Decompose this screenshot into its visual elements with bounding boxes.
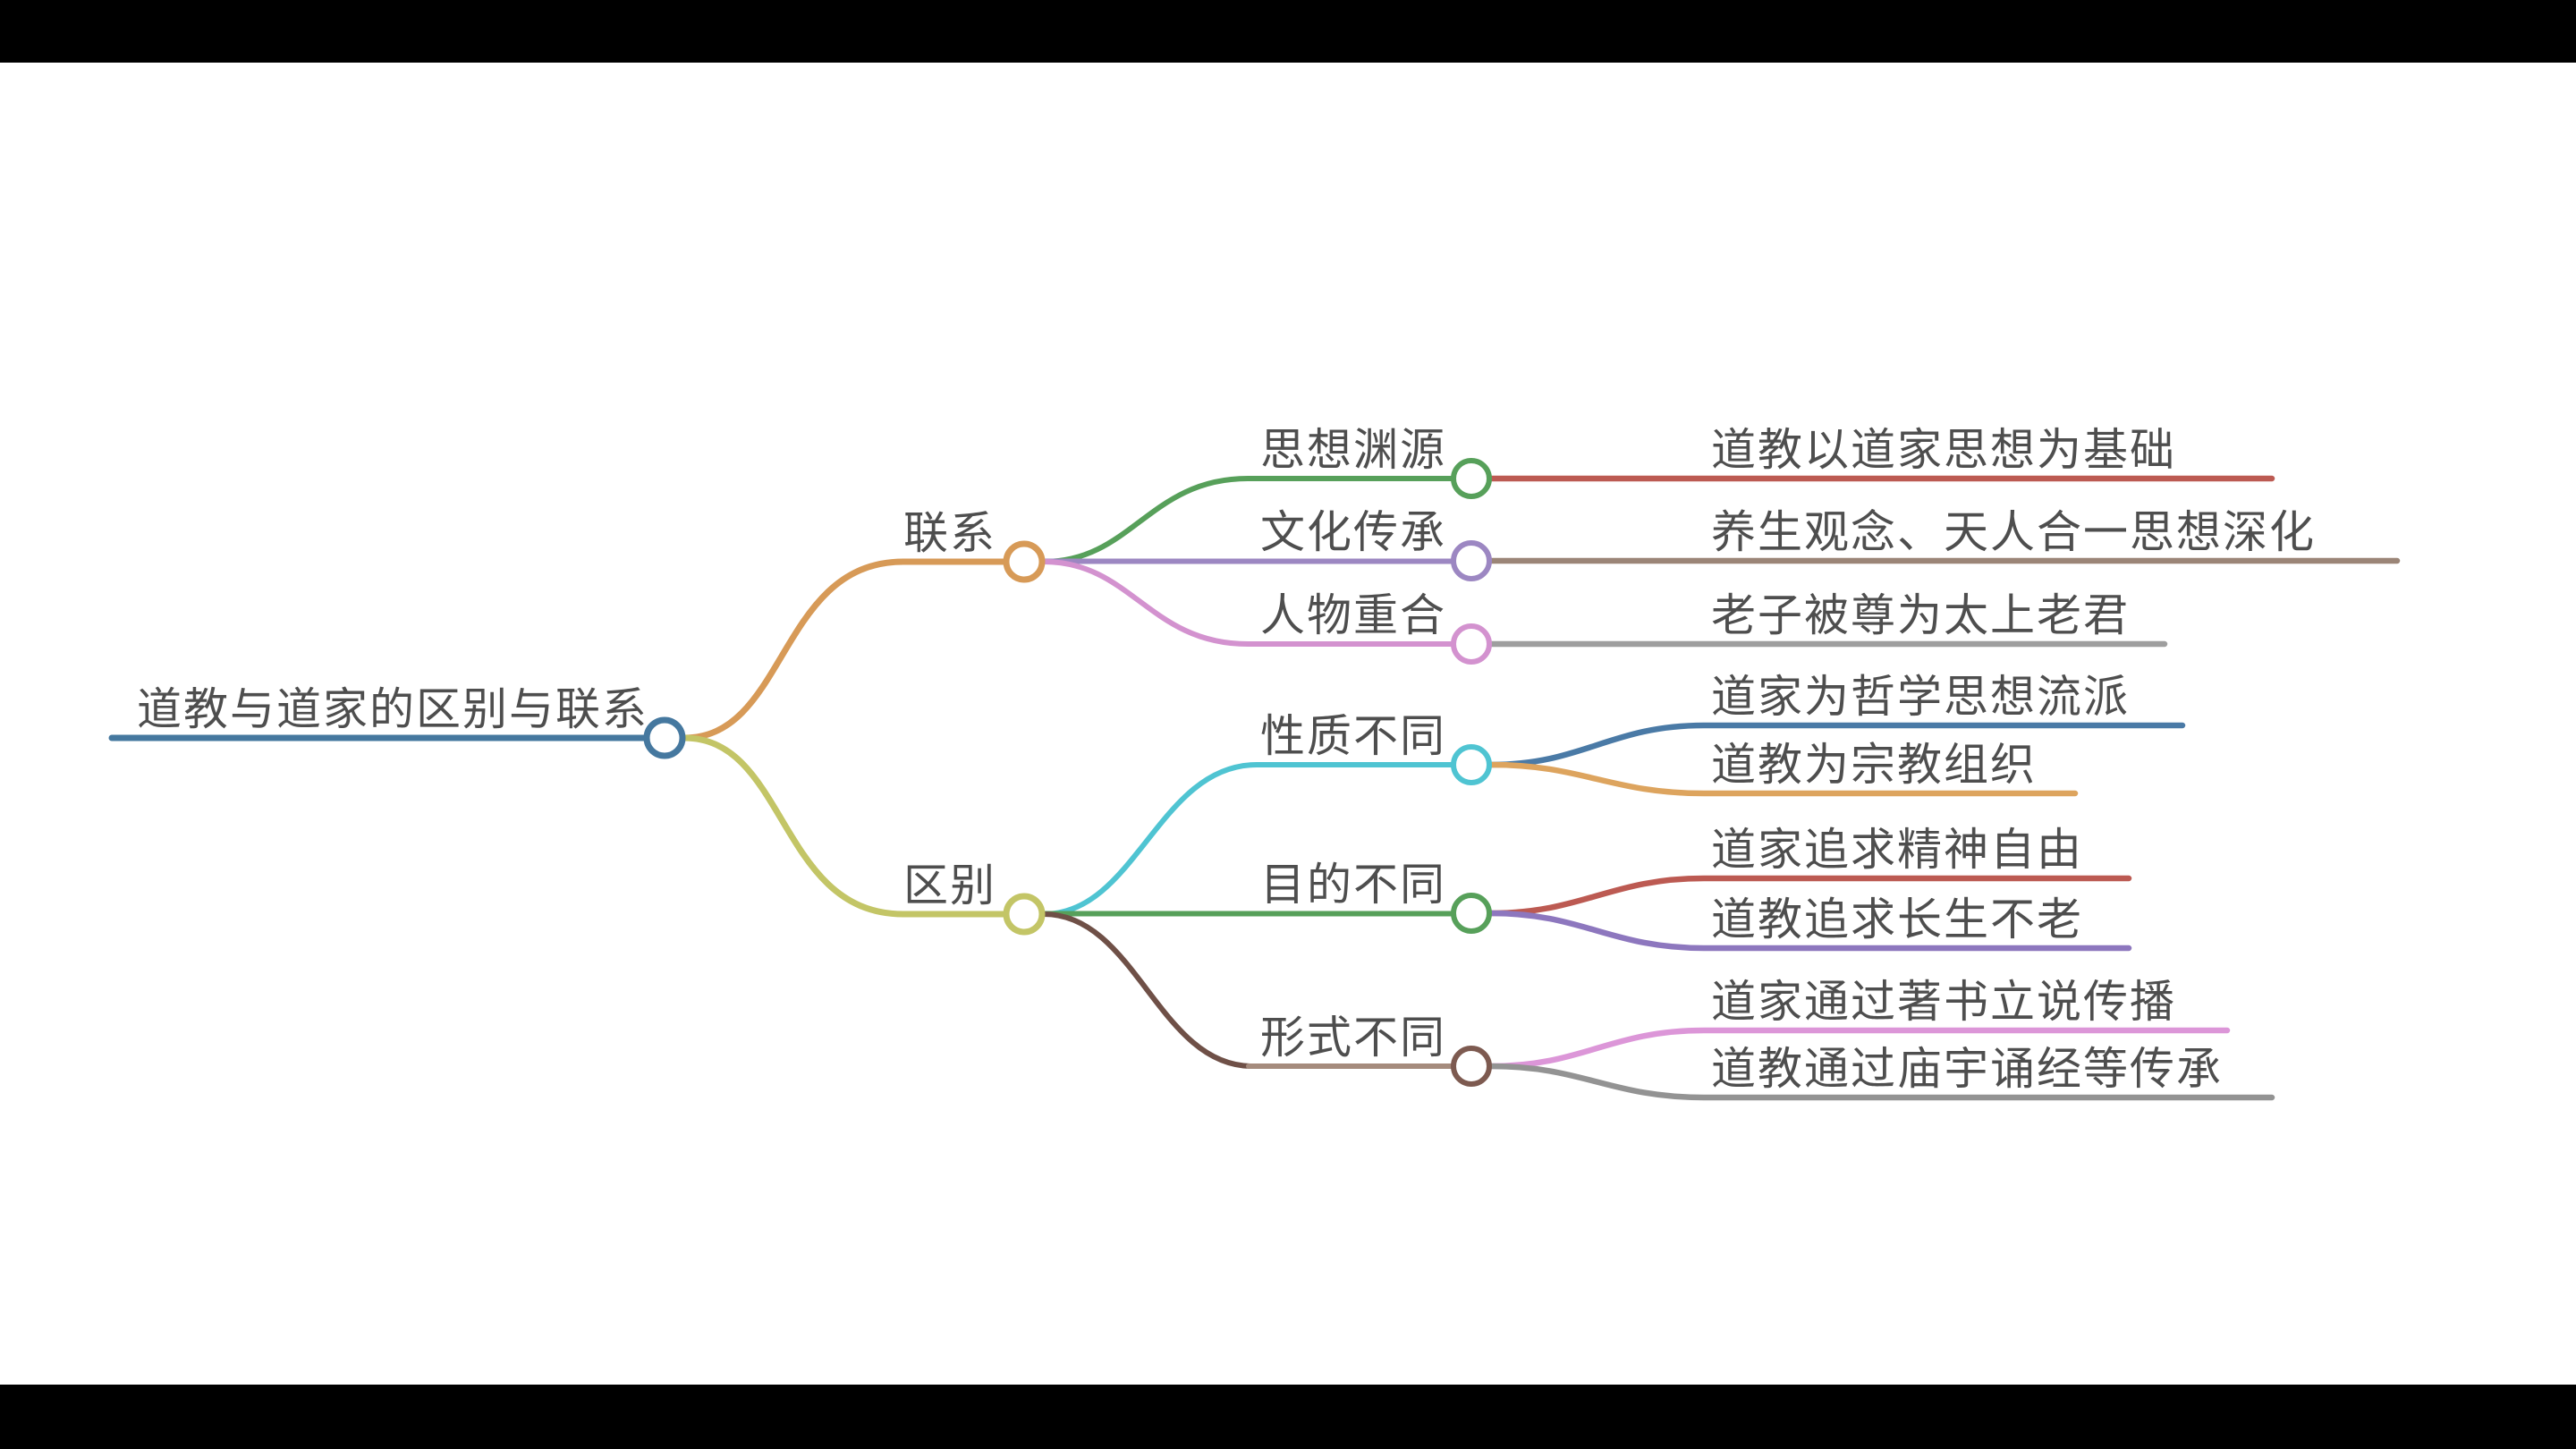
leaf-label-immortality[interactable]: 道教追求长生不老 bbox=[1711, 894, 2083, 945]
branch-label-difference[interactable]: 区别 bbox=[903, 860, 996, 911]
leaf-label-spiritual-freedom[interactable]: 道家追求精神自由 bbox=[1711, 825, 2083, 875]
child-label-figure-overlap[interactable]: 人物重合 bbox=[1260, 590, 1446, 640]
edge-leaf-temple-chanting bbox=[1487, 1063, 2275, 1101]
edge-leaf-spread-by-writing bbox=[1487, 1027, 2231, 1070]
edge-root-to-difference bbox=[681, 734, 1008, 918]
edge-connection-to-figure-overlap bbox=[1041, 559, 1454, 647]
node-circle-root[interactable] bbox=[643, 716, 686, 759]
letterbox-top bbox=[0, 0, 2576, 63]
leaf-label-taoism-based-on-taoist-thought[interactable]: 道教以道家思想为基础 bbox=[1711, 425, 2176, 475]
node-circle-figure-overlap[interactable] bbox=[1451, 623, 1492, 665]
edge-leaf-religious-organization bbox=[1487, 761, 2079, 797]
branch-label-connection[interactable]: 联系 bbox=[903, 508, 996, 558]
edge-leaf-spiritual-freedom bbox=[1487, 875, 2132, 917]
edge-leaf-immortality bbox=[1487, 910, 2132, 952]
leaf-label-religious-organization[interactable]: 道教为宗教组织 bbox=[1711, 740, 2037, 790]
node-circle-cultural-heritage[interactable] bbox=[1451, 540, 1492, 581]
leaf-label-spread-by-writing[interactable]: 道家通过著书立说传播 bbox=[1711, 977, 2176, 1027]
node-circle-connection[interactable] bbox=[1003, 540, 1046, 583]
leaf-label-temple-chanting[interactable]: 道教通过庙宇诵经等传承 bbox=[1711, 1044, 2223, 1094]
child-label-form[interactable]: 形式不同 bbox=[1260, 1013, 1446, 1063]
node-circle-ideological-origin[interactable] bbox=[1451, 458, 1492, 499]
child-label-ideological-origin[interactable]: 思想渊源 bbox=[1260, 425, 1446, 475]
leaf-label-laozi-honored[interactable]: 老子被尊为太上老君 bbox=[1711, 590, 2130, 640]
edge-leaf-philosophical-school bbox=[1487, 722, 2186, 768]
leaf-label-philosophical-school[interactable]: 道家为哲学思想流派 bbox=[1711, 672, 2130, 722]
root-node-label[interactable]: 道教与道家的区别与联系 bbox=[137, 684, 648, 734]
edge-difference-to-nature bbox=[1041, 762, 1454, 917]
node-circle-form[interactable] bbox=[1451, 1046, 1492, 1087]
leaf-label-health-concepts[interactable]: 养生观念、天人合一思想深化 bbox=[1711, 507, 2316, 557]
edge-root-to-connection bbox=[681, 558, 1008, 741]
node-circle-nature[interactable] bbox=[1451, 744, 1492, 785]
node-circle-difference[interactable] bbox=[1003, 893, 1046, 936]
edge-connection-to-ideological-origin bbox=[1041, 476, 1454, 564]
edge-difference-to-form-curve bbox=[1041, 911, 1255, 1069]
child-label-nature[interactable]: 性质不同 bbox=[1260, 711, 1446, 761]
node-circle-purpose[interactable] bbox=[1451, 893, 1492, 934]
letterbox-bottom bbox=[0, 1385, 2576, 1449]
child-label-cultural-heritage[interactable]: 文化传承 bbox=[1260, 507, 1446, 557]
child-label-purpose[interactable]: 目的不同 bbox=[1260, 860, 1446, 910]
